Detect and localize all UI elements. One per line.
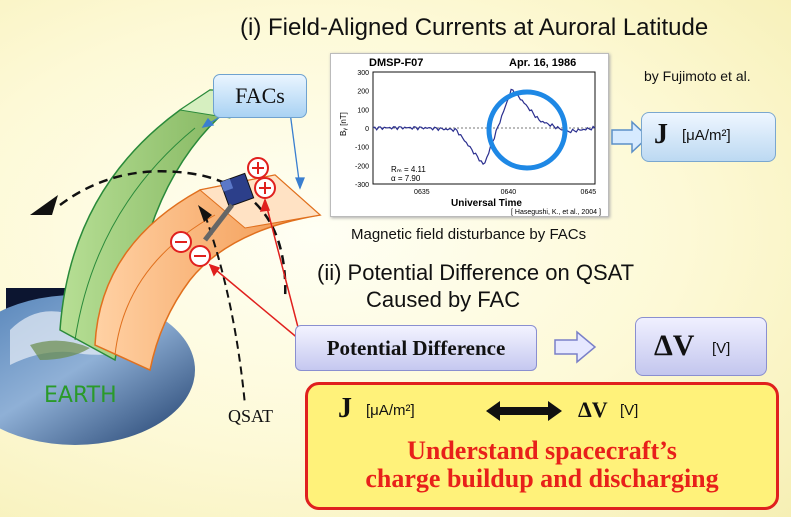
plot-date: Apr. 16, 1986 [509, 57, 576, 69]
y-tick-label: -200 [355, 163, 369, 170]
plot-xlabel: Universal Time [451, 198, 522, 209]
plot-title: DMSP-F07 [369, 57, 423, 69]
x-tick-label: 0640 [501, 189, 517, 196]
plot-ylabel: Bᵧ [nT] [339, 112, 348, 136]
section1-title: (i) Field-Aligned Currents at Auroral La… [240, 14, 709, 41]
j-unit: [μA/m²] [682, 127, 731, 144]
plot-annot-rm: Rₘ = 4.11 [391, 165, 426, 174]
orbit-path [59, 170, 287, 301]
plot-credit: [ Hasegushi, K., et al., 2004 ] [511, 209, 601, 216]
conclusion-box: J [μA/m²] ΔV [V] Understand spacecraft’s… [305, 382, 779, 510]
arrow-to-dv-icon [554, 330, 597, 364]
arrow-to-j-icon [611, 120, 650, 154]
bottom-j-symbol: J [338, 393, 352, 424]
dv-result-box: ΔV [V] [635, 317, 767, 376]
y-tick-label: 300 [357, 70, 369, 77]
bz-series-line [372, 88, 596, 165]
potential-difference-label: Potential Difference [326, 335, 506, 360]
dv-symbol: ΔV [654, 329, 695, 362]
bottom-j-unit: [μA/m²] [366, 402, 415, 419]
potential-difference-box: Potential Difference [295, 325, 537, 371]
y-tick-label: -300 [355, 182, 369, 189]
facs-pointers [201, 109, 305, 190]
conclusion-line2: charge buildup and discharging [365, 464, 719, 493]
y-tick-label: 200 [357, 89, 369, 96]
y-tick-label: -100 [355, 145, 369, 152]
positive-charge-icon [247, 157, 276, 199]
x-tick-label: 0645 [581, 189, 597, 196]
j-symbol: J [654, 119, 668, 150]
qsat-label: QSAT [228, 406, 274, 426]
earth-label: EARTH [44, 383, 117, 408]
negative-charge-icon [170, 231, 211, 267]
section1-citation: by Fujimoto et al. [644, 68, 751, 84]
y-tick-label: 0 [365, 126, 369, 133]
bottom-dv-symbol: ΔV [578, 397, 608, 422]
qsat-orbit-path [204, 214, 246, 406]
facs-label: FACs [235, 83, 285, 108]
field-line-illustration [0, 89, 322, 445]
dv-unit: [V] [712, 340, 731, 357]
plot-annot-alpha: α = 7.90 [391, 174, 421, 183]
orbit-arrowhead-icon [30, 195, 58, 215]
bottom-dv-unit: [V] [620, 402, 639, 419]
y-tick-label: 100 [357, 107, 369, 114]
potential-arrows [208, 197, 301, 341]
j-result-box: J [μA/m²] [641, 112, 776, 162]
conclusion-line1: Understand spacecraft’s [407, 436, 677, 465]
magnetic-field-plot: DMSP-F07 Apr. 16, 1986 Bᵧ [nT] 300 200 100… [330, 53, 609, 217]
double-arrow-icon [486, 401, 562, 421]
plot-caption: Magnetic field disturbance by FACs [351, 226, 587, 243]
section2-title: (ii) Potential Difference on QSAT [317, 260, 635, 285]
qsat-satellite-icon [203, 172, 255, 242]
facs-label-box: FACs [213, 74, 307, 118]
x-tick-label: 0635 [414, 189, 430, 196]
plot-svg: DMSP-F07 Apr. 16, 1986 Bᵧ [nT] 300 200 100… [339, 57, 601, 216]
section2-subtitle: Caused by FAC [366, 287, 521, 312]
disturbance-highlight-circle [486, 89, 568, 171]
